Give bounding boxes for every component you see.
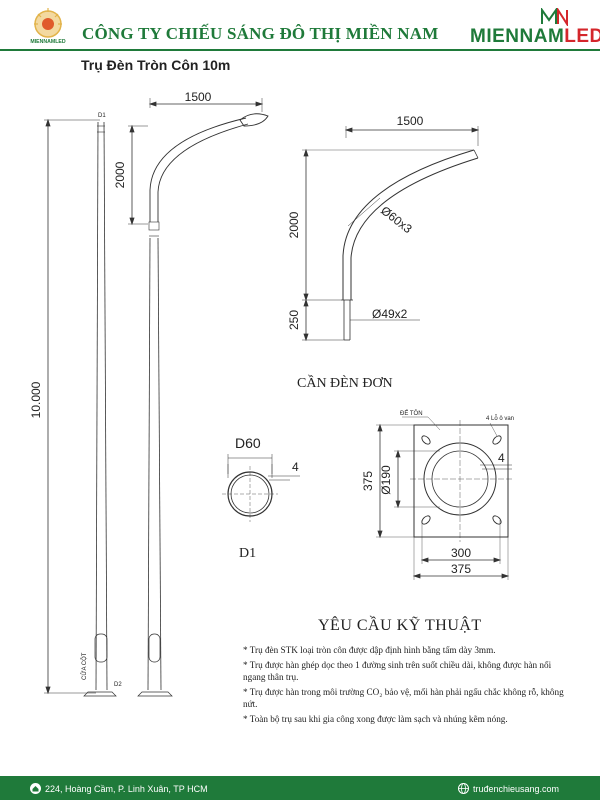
footer-website[interactable]: truđenchieusang.com	[458, 783, 559, 794]
arm-detail: 1500 2000 250 Ø60x3 Ø49x2 CẦN ĐÈN ĐƠN	[287, 114, 480, 391]
section-dia-label: D60	[235, 435, 261, 451]
brand-mark-icon	[541, 8, 568, 26]
brand-logo: MIENNAMLED	[470, 26, 600, 48]
arm-detail-outer	[342, 149, 475, 300]
base-holes	[421, 435, 502, 525]
arm-detail-rise-label: 2000	[287, 211, 301, 238]
base-ring-label: Ø190	[379, 465, 393, 495]
section-d1: D60 4 D1	[222, 435, 300, 561]
requirement-item: * Trụ được hàn trong môi trường CO₂ bảo …	[243, 687, 564, 709]
lamp-arm	[149, 117, 247, 222]
pole-elevation: 10.000 CỬA CỘT D1 D2 1500 2000	[29, 90, 269, 697]
page-title: Trụ Đèn Tròn Côn 10m	[81, 57, 231, 73]
pole-front-right	[157, 237, 162, 691]
door-label: CỬA CỘT	[81, 652, 88, 680]
globe-icon	[458, 783, 469, 794]
footer-address: 224, Hoàng Cầm, P. Linh Xuân, TP HCM	[30, 783, 208, 794]
tag-d1: D1	[98, 113, 106, 119]
tag-d2: D2	[114, 682, 122, 688]
footer: 224, Hoàng Cầm, P. Linh Xuân, TP HCM tru…	[0, 776, 600, 800]
home-icon	[30, 783, 41, 794]
company-logo-icon: MIENNAMLED	[30, 8, 66, 45]
section-caption: D1	[239, 546, 256, 561]
base-hole-span-label: 300	[451, 546, 471, 560]
requirements-list: * Trụ đèn STK loại tròn côn được dập địn…	[243, 644, 573, 728]
header-divider	[0, 49, 600, 51]
requirements-title: YÊU CẦU KỸ THUẬT	[318, 617, 482, 634]
base-plate: ĐẾ TÔN 4 Lỗ ô van 4 375 Ø190 300 375	[361, 410, 514, 580]
base-width-label: 375	[451, 562, 471, 576]
arm-detail-sleeve-label: 250	[287, 310, 301, 330]
lamp-head-icon	[239, 113, 269, 127]
base-plate-outline	[413, 424, 509, 538]
pole-side-right	[103, 121, 108, 691]
base-holes-label: 4 Lỗ ô van	[486, 415, 514, 422]
company-name: CÔNG TY CHIẾU SÁNG ĐÔ THỊ MIỀN NAM	[82, 24, 439, 43]
arm-detail-reach-label: 1500	[397, 114, 424, 128]
header: MIENNAMLED CÔNG TY CHIẾU SÁNG ĐÔ THỊ MIỀ…	[0, 0, 600, 52]
pole-height-label: 10.000	[29, 381, 43, 418]
brand-accent: LED	[564, 26, 600, 47]
arm-sleeve-label: Ø49x2	[372, 307, 408, 321]
base-plate-label: ĐẾ TÔN	[400, 410, 423, 417]
pole-door	[94, 633, 108, 663]
arm-caption: CẦN ĐÈN ĐƠN	[297, 374, 393, 391]
arm-rise-label: 2000	[113, 161, 127, 188]
brand-main: MIENNAM	[470, 26, 565, 47]
requirement-item: * Trụ được hàn ghép dọc theo 1 đường sin…	[243, 660, 552, 682]
pole-side-left	[95, 121, 99, 691]
arm-reach-label: 1500	[185, 90, 212, 104]
website-link[interactable]: truđenchieusang.com	[473, 783, 560, 794]
svg-text:MIENNAMLED: MIENNAMLED	[30, 39, 65, 45]
pole-front-left	[147, 237, 151, 691]
requirement-item: * Trụ đèn STK loại tròn côn được dập địn…	[243, 645, 496, 655]
arm-pipe-label: Ø60x3	[378, 203, 415, 236]
requirement-item: * Toàn bộ trụ sau khi gia công xong được…	[243, 714, 508, 724]
pole-base	[83, 691, 117, 697]
base-thk-label: 4	[498, 451, 505, 465]
address-text: 224, Hoàng Cầm, P. Linh Xuân, TP HCM	[45, 783, 208, 794]
section-thk-label: 4	[292, 460, 299, 474]
base-height-label: 375	[361, 471, 375, 491]
